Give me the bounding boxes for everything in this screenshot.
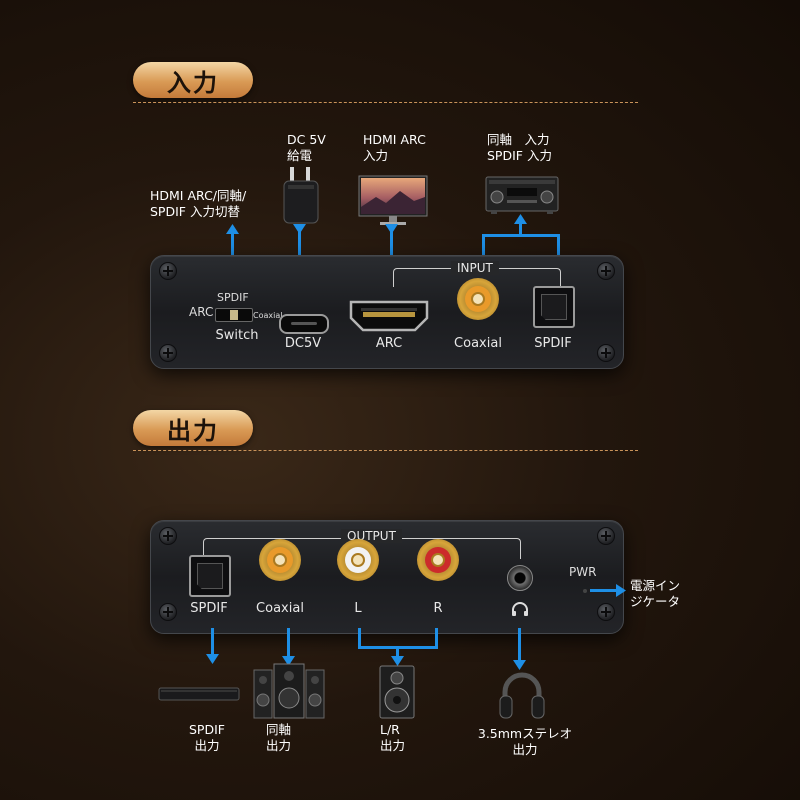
screw-icon xyxy=(159,262,177,280)
switch-top-label: SPDIF xyxy=(217,291,249,304)
lr-bracket-left xyxy=(358,628,361,648)
switch-arrow-head-icon xyxy=(226,224,239,234)
pwr-arrow-head-icon xyxy=(616,584,626,597)
pwr-label: PWR xyxy=(569,565,597,579)
soundbar-icon xyxy=(158,687,240,701)
spdif-out-callout-line1: SPDIF xyxy=(189,722,225,737)
headphones-icon xyxy=(499,672,545,719)
dc-callout: DC 5V 給電 xyxy=(287,132,326,164)
coax-bracket-left xyxy=(482,234,485,260)
arc-label: ARC xyxy=(375,336,403,351)
hdmi-arrow-head-icon xyxy=(385,224,398,234)
coax-out-callout: 同軸 出力 xyxy=(266,722,291,754)
spdif-output-port[interactable] xyxy=(189,555,231,597)
coax-out-arrow xyxy=(287,628,290,658)
headphone-jack-port[interactable] xyxy=(507,565,533,591)
lr-out-callout: L/R 出力 xyxy=(380,722,405,754)
coaxial-output-label: Coaxial xyxy=(256,601,304,616)
switch-arrow xyxy=(231,232,234,260)
power-adapter-icon xyxy=(283,167,319,224)
av-receiver-icon xyxy=(485,176,559,214)
usb-c-port[interactable] xyxy=(279,314,329,334)
switch-label: Switch xyxy=(215,328,259,343)
screw-icon xyxy=(159,603,177,621)
spdif-out-arrow xyxy=(211,628,214,656)
pwr-callout-line2: ジケータ xyxy=(630,594,681,609)
coax-arrow-head-icon xyxy=(514,214,527,224)
input-group-label: INPUT xyxy=(451,261,499,275)
dc-arrow-head-icon xyxy=(293,224,306,234)
surround-speakers-icon xyxy=(253,663,325,719)
spdif-input-label: SPDIF xyxy=(534,336,572,351)
spdif-out-callout: SPDIF 出力 xyxy=(189,722,225,754)
lr-out-callout-line1: L/R xyxy=(380,722,400,737)
dc-callout-line2: 給電 xyxy=(287,148,313,163)
hdmi-callout: HDMI ARC 入力 xyxy=(363,132,426,164)
coax-spdif-callout-line2: SPDIF 入力 xyxy=(487,148,552,163)
screw-icon xyxy=(597,527,615,545)
lr-bracket-right xyxy=(435,628,438,648)
switch-knob[interactable] xyxy=(230,310,238,320)
screw-icon xyxy=(597,262,615,280)
spdif-out-arrow-head-icon xyxy=(206,654,219,664)
coax-arrow xyxy=(519,222,522,236)
lr-out-callout-line2: 出力 xyxy=(380,738,406,753)
hdmi-port[interactable] xyxy=(349,300,429,332)
headphone-out-callout-line1: 3.5mmステレオ xyxy=(477,726,573,741)
screw-icon xyxy=(159,344,177,362)
coax-bracket-right xyxy=(557,234,560,260)
pwr-callout: 電源イン ジケータ xyxy=(630,578,680,610)
dc5v-label: DC5V xyxy=(284,336,322,351)
output-section-badge: 出力 xyxy=(133,410,253,446)
coax-spdif-callout-line1: 同軸 入力 xyxy=(487,132,550,147)
coaxial-output-port[interactable] xyxy=(259,539,301,581)
lr-out-arrow xyxy=(396,646,399,658)
hdmi-callout-line1: HDMI ARC xyxy=(363,132,426,147)
headphone-out-callout-line2: 出力 xyxy=(512,742,538,757)
switch-callout-line1: HDMI ARC/同軸/ xyxy=(150,188,247,203)
screw-icon xyxy=(597,603,615,621)
pwr-callout-line1: 電源イン xyxy=(630,578,681,593)
hdmi-callout-line2: 入力 xyxy=(363,148,389,163)
coaxial-input-port[interactable] xyxy=(457,278,499,320)
input-section-badge: 入力 xyxy=(133,62,253,98)
spdif-output-label: SPDIF xyxy=(190,601,228,616)
input-panel: INPUT SPDIF ARC Coaxial Switch DC5V ARC … xyxy=(150,255,624,369)
monitor-icon xyxy=(358,175,428,225)
coax-out-arrow-head-icon xyxy=(282,656,295,666)
spdif-out-callout-line2: 出力 xyxy=(194,738,220,753)
headphone-icon xyxy=(512,602,528,616)
coax-out-callout-line2: 出力 xyxy=(266,738,292,753)
switch-left-label: ARC xyxy=(189,305,214,319)
input-source-switch[interactable] xyxy=(215,308,253,322)
pwr-arrow xyxy=(590,589,620,592)
right-rca-port[interactable] xyxy=(417,539,459,581)
output-panel: OUTPUT SPDIF Coaxial L R PWR xyxy=(150,520,624,634)
screw-icon xyxy=(597,344,615,362)
output-section-divider xyxy=(133,450,638,451)
left-rca-port[interactable] xyxy=(337,539,379,581)
screw-icon xyxy=(159,527,177,545)
dc-callout-line1: DC 5V xyxy=(287,132,326,147)
hdmi-arrow xyxy=(390,230,393,260)
input-section-divider xyxy=(133,102,638,103)
coax-spdif-callout: 同軸 入力 SPDIF 入力 xyxy=(487,132,552,164)
power-led xyxy=(583,589,587,593)
right-label: R xyxy=(433,601,443,616)
switch-callout-line2: SPDIF 入力切替 xyxy=(150,204,240,219)
headphone-out-callout: 3.5mmステレオ 出力 xyxy=(470,726,580,758)
coax-out-callout-line1: 同軸 xyxy=(266,722,292,737)
switch-right-label: Coaxial xyxy=(253,311,283,320)
switch-callout: HDMI ARC/同軸/ SPDIF 入力切替 xyxy=(150,188,246,220)
headphone-out-arrow xyxy=(518,628,521,662)
lr-out-arrow-head-icon xyxy=(391,656,404,666)
bookshelf-speaker-icon xyxy=(379,665,415,719)
coaxial-input-label: Coaxial xyxy=(454,336,502,351)
left-label: L xyxy=(354,601,362,616)
dc-arrow xyxy=(298,230,301,260)
spdif-input-port[interactable] xyxy=(533,286,575,328)
headphone-out-arrow-head-icon xyxy=(513,660,526,670)
